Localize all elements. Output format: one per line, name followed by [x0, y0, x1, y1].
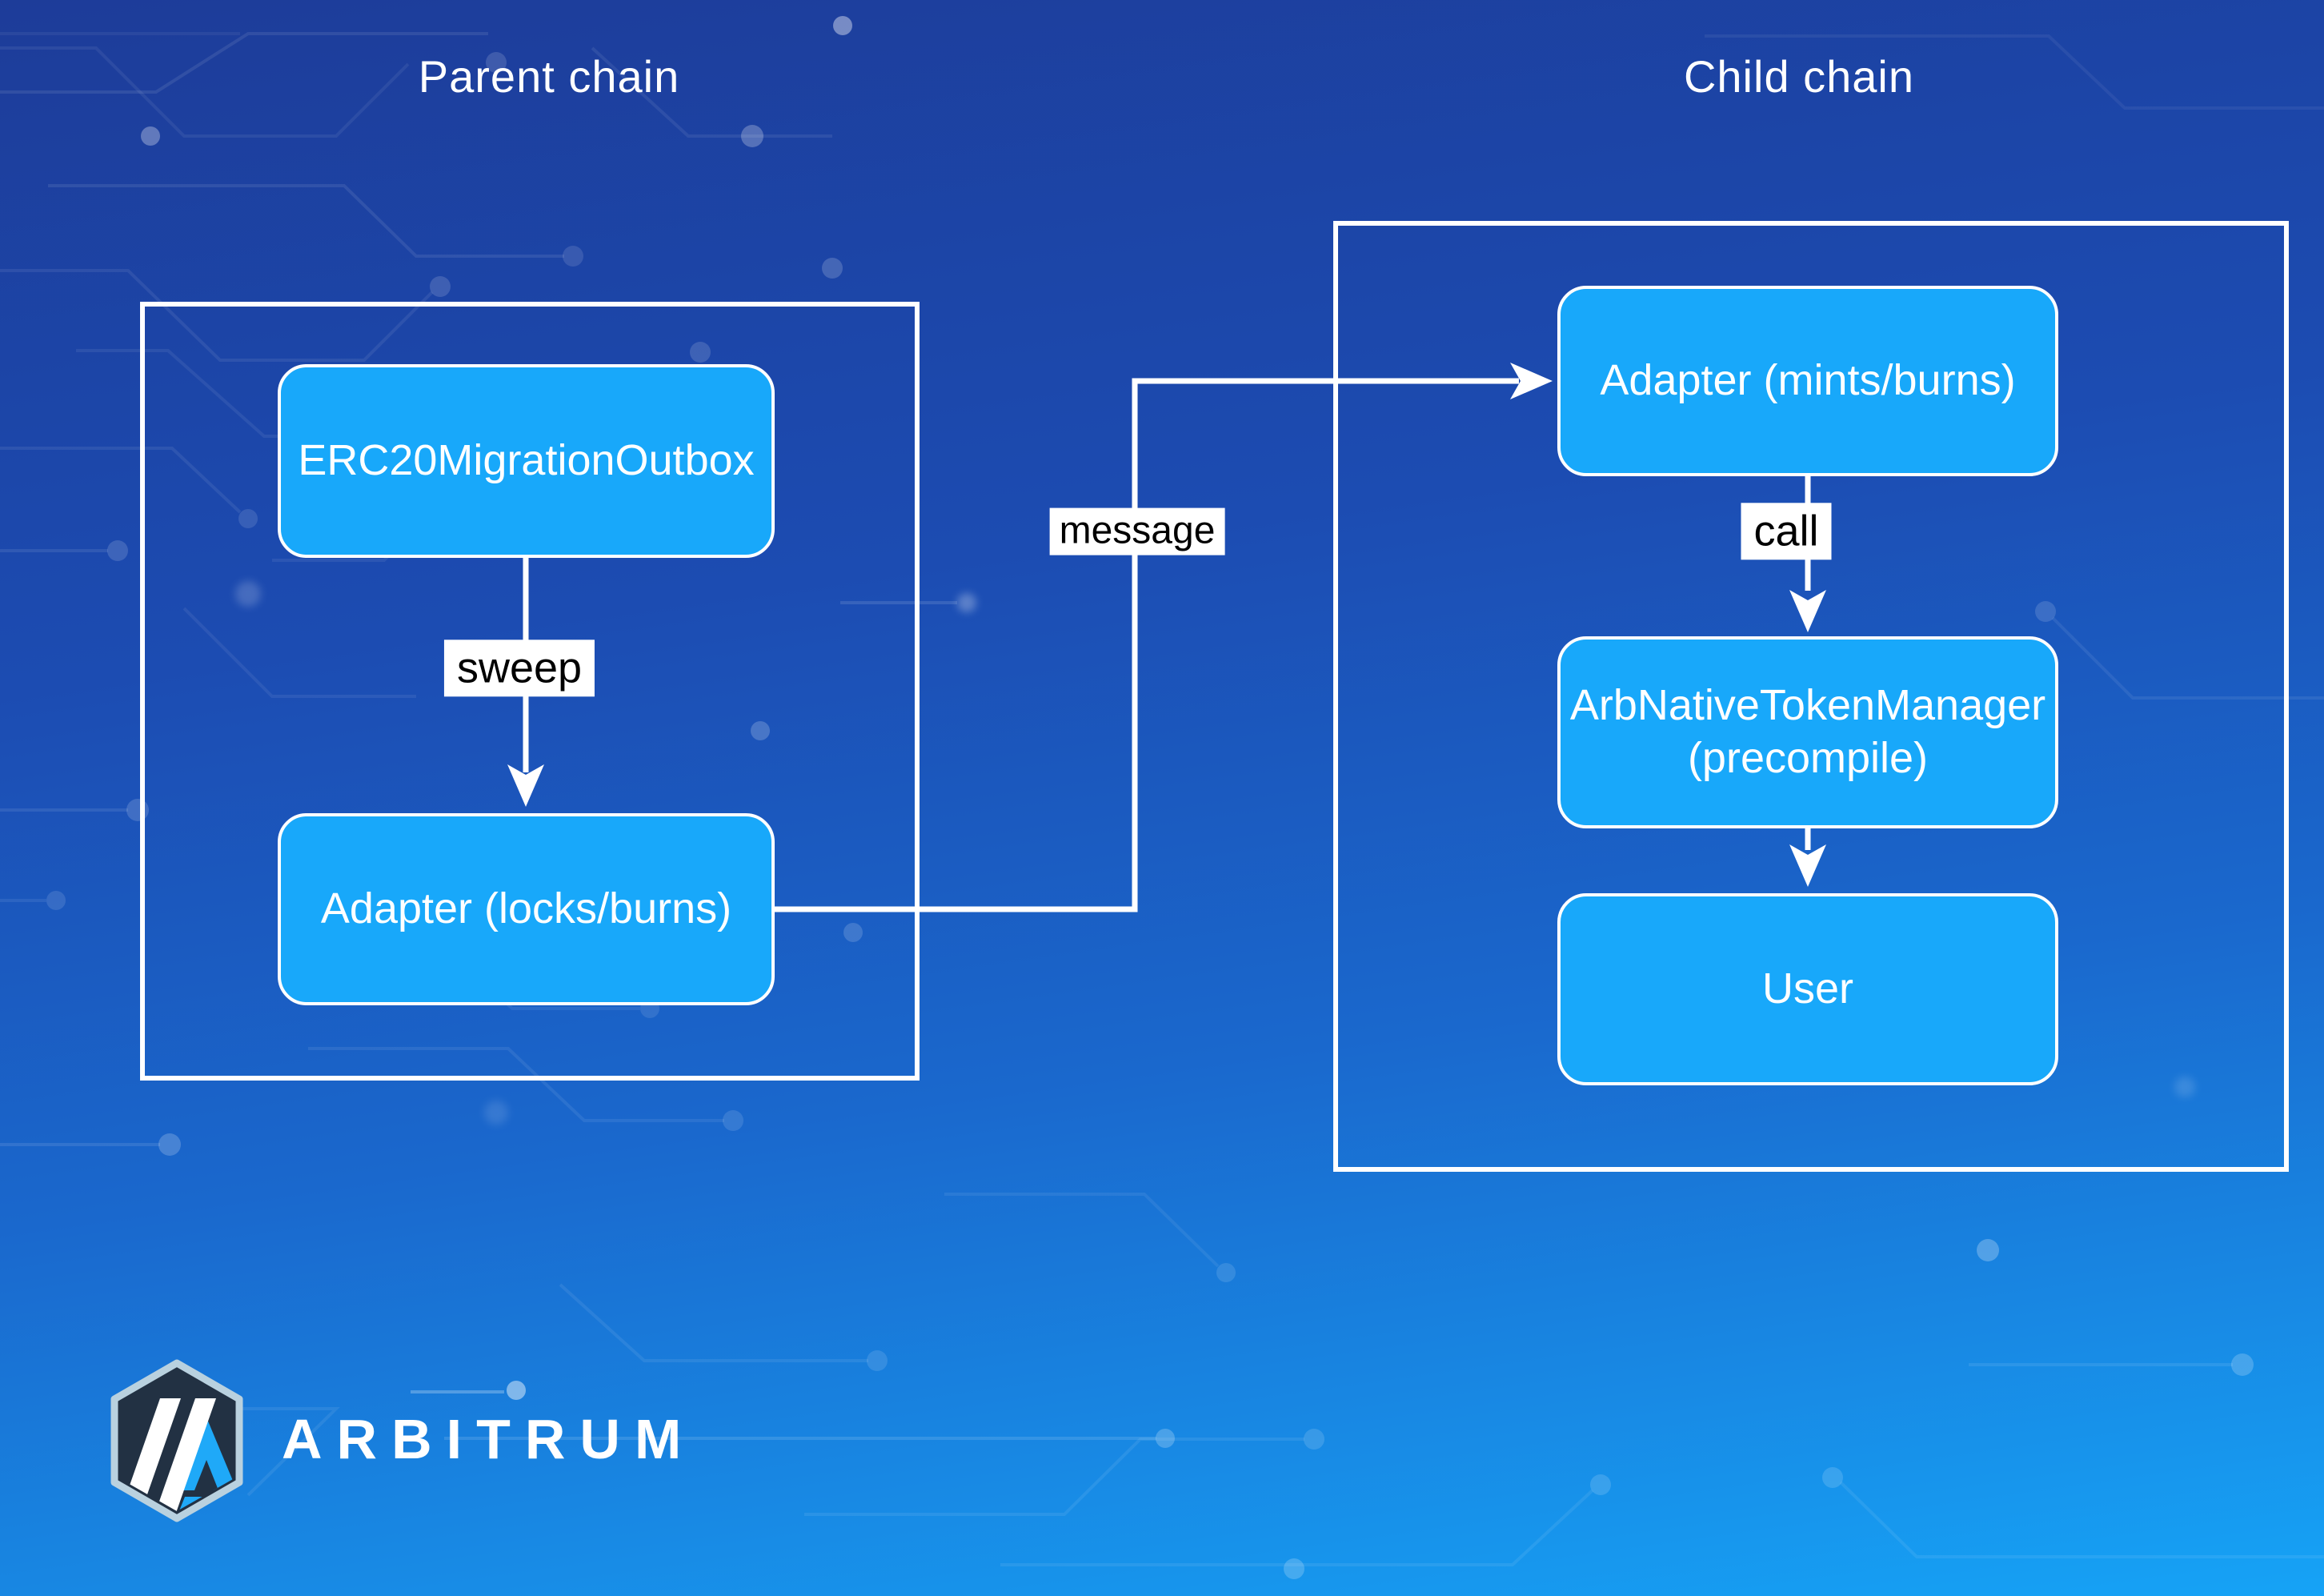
- node-adapter-locks-burns: Adapter (locks/burns): [278, 813, 775, 1005]
- node-user: User: [1557, 893, 2058, 1085]
- node-arb-native-token-manager-line2: (precompile): [1687, 734, 1929, 782]
- arrowhead-manager-to-user-icon: [1789, 844, 1826, 887]
- node-arb-native-token-manager-line1: ArbNativeTokenManager: [1569, 681, 2046, 730]
- node-adapter-mints-burns-label: Adapter (mints/burns): [1600, 356, 2016, 405]
- logo-stripe-right: [155, 1398, 216, 1511]
- parent-chain-container: [140, 302, 920, 1081]
- parent-chain-title: Parent chain: [418, 51, 680, 102]
- edge-label-call: call: [1741, 503, 1832, 560]
- node-erc20-migration-outbox: ERC20MigrationOutbox: [278, 364, 775, 558]
- arrowhead-call-icon: [1789, 590, 1826, 632]
- arbitrum-logo-mark-icon: [110, 1359, 243, 1522]
- child-chain-container: [1333, 221, 2289, 1172]
- logo-accent-notch: [194, 1460, 218, 1490]
- arbitrum-wordmark: ARBITRUM: [282, 1408, 696, 1470]
- arrowhead-sweep-icon: [507, 764, 544, 807]
- logo-stripe-left: [121, 1398, 181, 1511]
- logo-accent-triangle: [182, 1414, 233, 1490]
- node-user-label: User: [1761, 964, 1853, 1013]
- child-chain-title: Child chain: [1683, 51, 1915, 102]
- edge-label-message: message: [1049, 507, 1225, 555]
- node-arb-native-token-manager: ArbNativeTokenManager (precompile): [1557, 636, 2058, 828]
- node-erc20-migration-outbox-label: ERC20MigrationOutbox: [298, 436, 755, 485]
- node-adapter-locks-burns-label: Adapter (locks/burns): [320, 884, 732, 933]
- arrowhead-message-icon: [1510, 363, 1553, 399]
- circuit-traces: [0, 32, 2324, 1566]
- edge-message-line: [775, 378, 1519, 912]
- edge-label-sweep: sweep: [443, 640, 595, 697]
- edge-arrowheads: [507, 363, 1826, 887]
- node-adapter-mints-burns: Adapter (mints/burns): [1557, 286, 2058, 476]
